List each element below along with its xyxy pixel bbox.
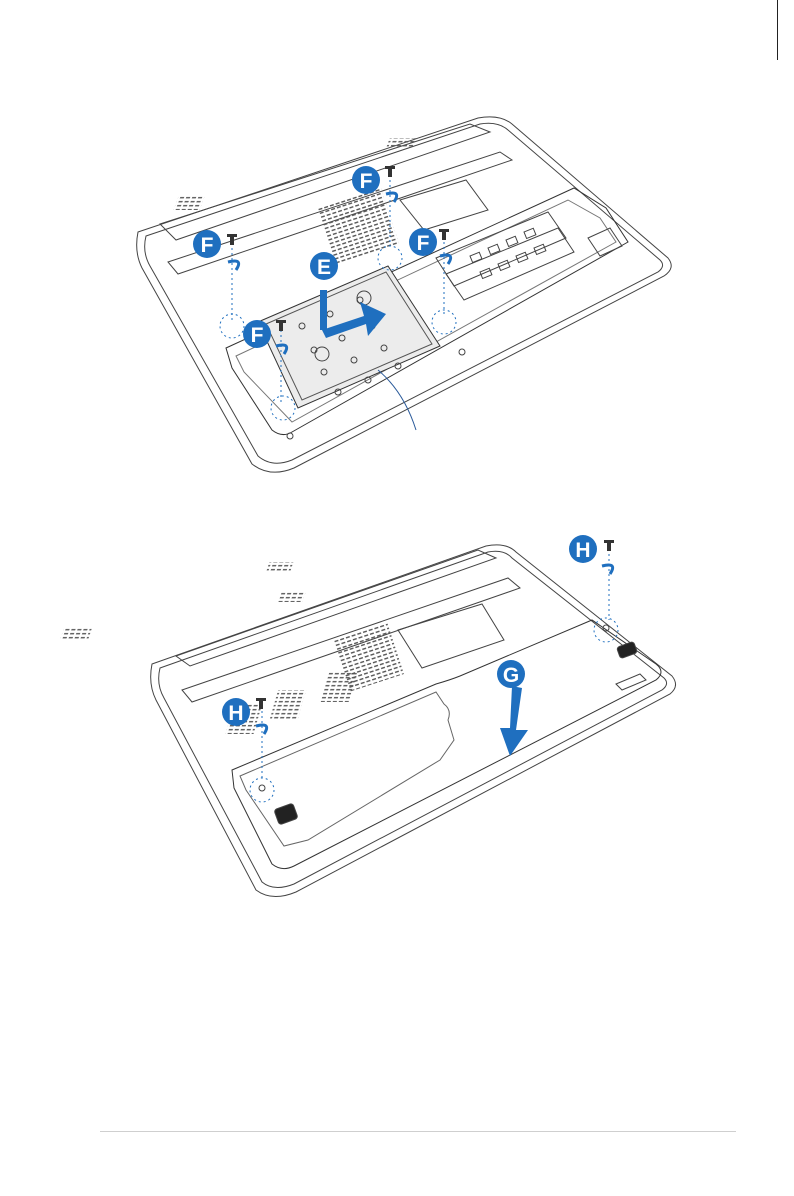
badge-f-1: F (193, 230, 221, 258)
badge-h-2: H (569, 535, 597, 563)
rotate-arrow-icon (256, 565, 613, 734)
badge-e: E (310, 252, 338, 280)
badge-f-label: F (251, 324, 264, 347)
badge-f-2: F (352, 166, 380, 194)
badge-f-label: F (201, 234, 214, 257)
down-arrow-icon (500, 686, 528, 756)
badge-f-3: F (409, 228, 437, 256)
bottom-screw-guides (250, 554, 618, 802)
footer-rule (100, 1131, 736, 1132)
badge-f-label: F (417, 232, 430, 255)
top-laptop-illustration (137, 117, 672, 472)
badge-h-label: H (575, 539, 590, 562)
badge-h-1: H (222, 698, 250, 726)
badge-f-4: F (243, 320, 271, 348)
badge-g: G (497, 660, 525, 688)
badge-e-label: E (317, 256, 331, 279)
badge-h-label: H (228, 702, 243, 725)
badge-g-label: G (503, 664, 519, 687)
badge-f-label: F (360, 170, 373, 193)
bottom-laptop-illustration (60, 545, 676, 897)
